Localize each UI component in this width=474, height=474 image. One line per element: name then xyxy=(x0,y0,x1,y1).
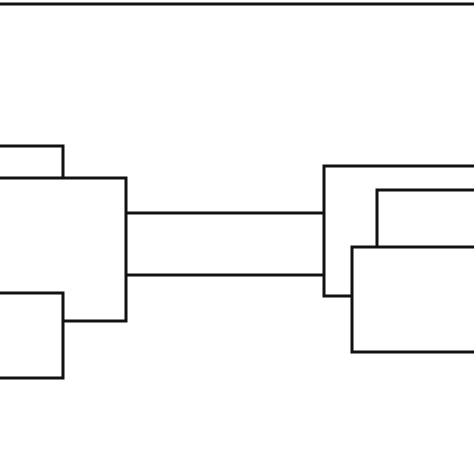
left-upper-tab-box xyxy=(0,144,65,180)
left-lower-box xyxy=(0,291,65,380)
right-outer-frame xyxy=(322,164,474,298)
right-inner-step-box xyxy=(375,188,474,249)
left-main-box xyxy=(0,176,128,323)
right-lower-box xyxy=(350,245,474,354)
